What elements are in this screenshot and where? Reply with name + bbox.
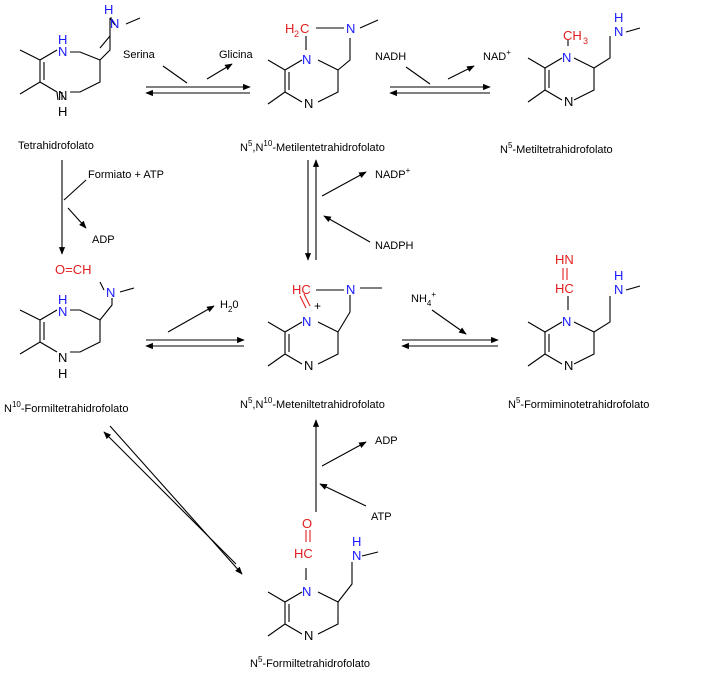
formyl5-n10-atom: N: [352, 548, 361, 563]
methyl-ch3-3: 3: [583, 36, 588, 46]
methyl-n-ring-atom: N: [564, 94, 573, 109]
methenyl-n-ring-atom: N: [304, 358, 313, 373]
reagent-adp-left: ADP: [92, 234, 115, 246]
methenyl-plus: +: [314, 299, 321, 313]
reagent-h2o: H20: [220, 299, 239, 314]
label-tetrahidrofolato: Tetrahidrofolato: [18, 140, 94, 152]
label-meteniltetrahidrofolato: N5,N10-Meteniltetrahidrofolato: [240, 396, 385, 411]
formyl10-n5-atom: N: [58, 304, 67, 319]
reagent-serina: Serina: [123, 49, 156, 61]
methylene-n10-atom: N: [346, 21, 355, 36]
formimino-n10-atom: N: [614, 282, 623, 297]
formimino-hn: HN: [555, 252, 574, 267]
reagent-nh4: NH4+: [411, 290, 436, 308]
arrow-methenyl-formimino: [401, 309, 499, 350]
formyl10-n-ring-atom: N: [58, 350, 67, 365]
methylene-n-ring-atom: N: [304, 96, 313, 111]
reagent-nadph: NADPH: [375, 240, 414, 252]
methylene-structure: H 2 C N N N: [267, 19, 379, 111]
label-formiltetrahidrofolato-5: N5-Formiltetrahidrofolato: [250, 655, 370, 670]
formyl10-n10-atom: N: [106, 285, 115, 300]
arrow-methylene-methenyl: [304, 159, 371, 261]
arrow-thf-formyl10: [58, 160, 87, 255]
arrow-formyl5-methenyl: [312, 419, 367, 512]
label-metiltetrahidrofolato: N5-Metiltetrahidrofolato: [500, 141, 613, 156]
thf-h10-atom: H: [58, 104, 67, 119]
label-formiminotetrahidrofolato: N5-Formiminotetrahidrofolato: [508, 396, 649, 411]
thf-nh-side-h-atom: H: [104, 2, 113, 17]
formyl10-structure: O=CH N N H N H: [19, 262, 135, 381]
methylene-h2c-h: H: [285, 21, 294, 36]
formyl5-o: O: [302, 516, 312, 531]
methylene-n5-atom: N: [302, 52, 311, 67]
reagent-nadp: NADP+: [375, 166, 411, 181]
formimino-structure: HN HC N N H N: [527, 252, 641, 373]
formyl10-h-ring-atom: H: [58, 366, 67, 381]
formimino-n10-h-atom: H: [614, 268, 623, 283]
thf-structure: N H N H N H: [19, 2, 141, 119]
formyl5-n10-h-atom: H: [352, 534, 361, 549]
methenyl-hc: HC: [292, 282, 311, 297]
methenyl-structure: HC N + N N: [267, 282, 382, 373]
methenyl-n10-atom: N: [346, 282, 355, 297]
reagent-nadh: NADH: [375, 51, 406, 63]
arrow-thf-methylene: [145, 63, 251, 97]
formimino-hc: HC: [555, 281, 574, 296]
formyl5-hc: HC: [294, 546, 313, 561]
reagent-atp-bottom: ATP: [371, 511, 392, 523]
thf-n10-atom: N: [58, 88, 67, 103]
formyl5-structure: O HC N N H N: [267, 516, 379, 643]
arrow-formyl10-methenyl: [145, 305, 245, 350]
methyl-structure: CH 3 N N H N: [527, 10, 641, 109]
methyl-n10-atom: N: [614, 24, 623, 39]
formyl10-ocheq: O=CH: [55, 262, 91, 277]
arrow-formyl10-formyl5: [103, 425, 243, 575]
methyl-n5-atom: N: [562, 50, 571, 65]
thf-h5-atom: H: [58, 32, 67, 47]
label-metilentetrahidrofolato: N5,N10-Metilentetrahidrofolato: [240, 139, 385, 154]
reagent-nad: NAD+: [483, 48, 511, 63]
label-formiltetrahidrofolato-10: N10-Formiltetrahidrofolato: [4, 400, 128, 415]
formyl10-h5-atom: H: [58, 292, 67, 307]
reagent-adp-bottom: ADP: [375, 435, 398, 447]
formyl5-n-ring-atom: N: [304, 628, 313, 643]
methylene-h2c-2: 2: [294, 29, 299, 39]
methenyl-n5-atom: N: [302, 314, 311, 329]
methyl-ch3-ch: CH: [563, 28, 582, 43]
formimino-n5-atom: N: [562, 314, 571, 329]
thf-n5-atom: N: [58, 44, 67, 59]
methylene-h2c-c: C: [300, 21, 309, 36]
reagent-formiato-atp: Formiato + ATP: [88, 169, 164, 181]
arrow-methylene-methyl: [389, 65, 491, 97]
methyl-n10-h-atom: H: [614, 10, 623, 25]
formyl5-n5-atom: N: [302, 584, 311, 599]
reagent-glicina: Glicina: [219, 49, 254, 61]
formimino-n-ring-atom: N: [564, 358, 573, 373]
thf-nh-side-atom: N: [110, 16, 119, 31]
